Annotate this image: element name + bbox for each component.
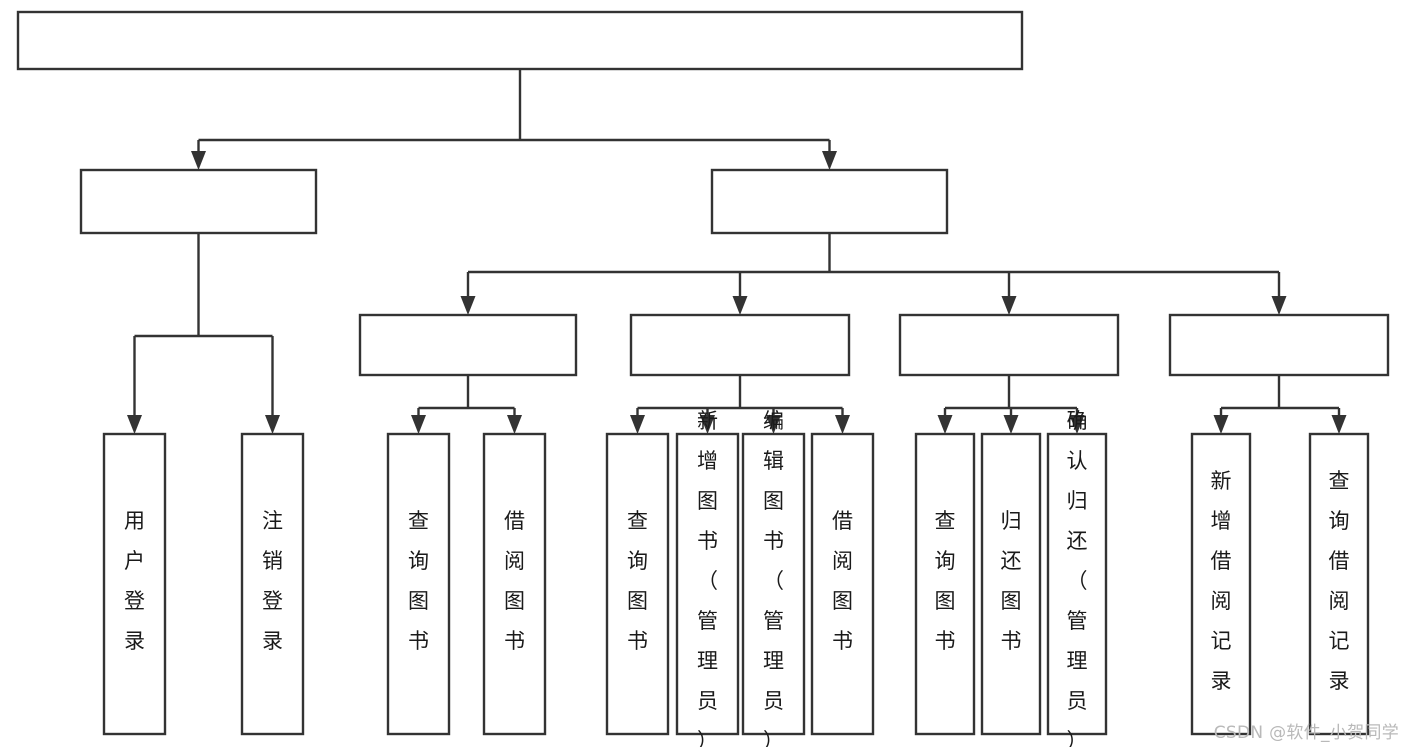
node-leaf-user-login-box bbox=[102, 432, 167, 736]
node-book-borrow-box bbox=[629, 313, 851, 377]
arrow-head-icon bbox=[1213, 415, 1229, 434]
node-leaf-add-book-box bbox=[675, 432, 740, 736]
node-user-login[interactable] bbox=[79, 168, 318, 235]
node-leaf-borrow-book-2-label: 借阅图书 bbox=[832, 509, 853, 653]
node-user-login-box bbox=[79, 168, 318, 235]
node-leaf-borrow-book-2-box bbox=[810, 432, 875, 736]
csdn-watermark: CSDN @软件_小贺同学 bbox=[1213, 723, 1399, 743]
node-leaf-query-book-1[interactable]: 查询图书 bbox=[386, 432, 451, 736]
node-leaf-add-record-label: 新增借阅记录 bbox=[1211, 469, 1232, 693]
arrow-head-icon bbox=[127, 415, 142, 434]
node-leaf-query-book-1-label: 查询图书 bbox=[408, 509, 429, 653]
arrow-head-icon bbox=[937, 415, 953, 434]
arrow-head-icon bbox=[191, 151, 206, 170]
node-new-book-recommend[interactable] bbox=[358, 313, 578, 377]
node-leaf-query-book-3-box bbox=[914, 432, 976, 736]
arrow-head-icon bbox=[1271, 296, 1287, 315]
connector-layer bbox=[127, 69, 1347, 434]
node-leaf-query-book-2-box bbox=[605, 432, 670, 736]
node-current-borrow-box bbox=[898, 313, 1120, 377]
arrow-head-icon bbox=[507, 415, 522, 434]
arrow-head-icon bbox=[630, 415, 645, 434]
node-leaf-borrow-book-1[interactable]: 借阅图书 bbox=[482, 432, 547, 736]
node-current-borrow[interactable] bbox=[898, 313, 1120, 377]
node-leaf-query-record[interactable]: 查询借阅记录 bbox=[1308, 432, 1370, 736]
node-leaf-query-record-box bbox=[1308, 432, 1370, 736]
arrow-head-icon bbox=[1003, 415, 1019, 434]
arrow-head-icon bbox=[766, 415, 781, 434]
node-leaf-user-logout[interactable]: 注销登录 bbox=[240, 432, 305, 736]
node-leaf-return-book-box bbox=[980, 432, 1042, 736]
arrow-head-icon bbox=[732, 296, 748, 315]
node-leaf-query-book-2[interactable]: 查询图书 bbox=[605, 432, 670, 736]
arrow-head-icon bbox=[835, 415, 850, 434]
node-leaf-edit-book-label: 编辑图书（管理员） bbox=[763, 409, 784, 747]
node-layer: 用户登录 注销登录 查询图书 借阅图书 查询图书 新增图书（管理员） 编辑图书（管理员） 借阅… bbox=[16, 10, 1390, 747]
node-leaf-confirm-return-label: 确认归还（管理员） bbox=[1067, 409, 1088, 747]
node-leaf-return-book-label: 归还图书 bbox=[1001, 509, 1022, 653]
node-leaf-add-book[interactable]: 新增图书（管理员） bbox=[675, 409, 740, 747]
node-leaf-edit-book[interactable]: 编辑图书（管理员） bbox=[741, 409, 806, 747]
arrow-head-icon bbox=[1069, 415, 1085, 434]
arrow-head-icon bbox=[411, 415, 426, 434]
node-leaf-borrow-book-2[interactable]: 借阅图书 bbox=[810, 432, 875, 736]
node-leaf-borrow-book-1-label: 借阅图书 bbox=[504, 509, 525, 653]
node-book-borrow[interactable] bbox=[629, 313, 851, 377]
node-leaf-confirm-return-box bbox=[1046, 432, 1108, 736]
node-book-manage-box bbox=[710, 168, 949, 235]
node-leaf-return-book[interactable]: 归还图书 bbox=[980, 432, 1042, 736]
node-leaf-query-book-2-label: 查询图书 bbox=[627, 509, 648, 653]
node-leaf-add-book-label: 新增图书（管理员） bbox=[697, 409, 718, 747]
arrow-head-icon bbox=[265, 415, 280, 434]
node-leaf-edit-book-box bbox=[741, 432, 806, 736]
node-leaf-add-record-box bbox=[1190, 432, 1252, 736]
node-leaf-query-record-label: 查询借阅记录 bbox=[1329, 469, 1350, 693]
node-borrow-record-box bbox=[1168, 313, 1390, 377]
node-leaf-add-record[interactable]: 新增借阅记录 bbox=[1190, 432, 1252, 736]
node-root-system[interactable] bbox=[16, 10, 1024, 71]
node-leaf-user-login-label: 用户登录 bbox=[124, 509, 145, 653]
node-borrow-record[interactable] bbox=[1168, 313, 1390, 377]
node-leaf-borrow-book-1-box bbox=[482, 432, 547, 736]
arrow-head-icon bbox=[460, 296, 476, 315]
arrow-head-icon bbox=[1001, 296, 1017, 315]
node-leaf-confirm-return[interactable]: 确认归还（管理员） bbox=[1046, 409, 1108, 747]
node-leaf-user-login[interactable]: 用户登录 bbox=[102, 432, 167, 736]
arrow-head-icon bbox=[1331, 415, 1347, 434]
node-book-manage[interactable] bbox=[710, 168, 949, 235]
node-leaf-user-logout-box bbox=[240, 432, 305, 736]
node-leaf-query-book-1-box bbox=[386, 432, 451, 736]
node-leaf-query-book-3[interactable]: 查询图书 bbox=[914, 432, 976, 736]
node-leaf-user-logout-label: 注销登录 bbox=[262, 509, 283, 653]
node-new-book-recommend-box bbox=[358, 313, 578, 377]
node-leaf-query-book-3-label: 查询图书 bbox=[935, 509, 956, 653]
arrow-head-icon bbox=[822, 151, 837, 170]
arrow-head-icon bbox=[700, 415, 715, 434]
node-root-system-box bbox=[16, 10, 1024, 71]
